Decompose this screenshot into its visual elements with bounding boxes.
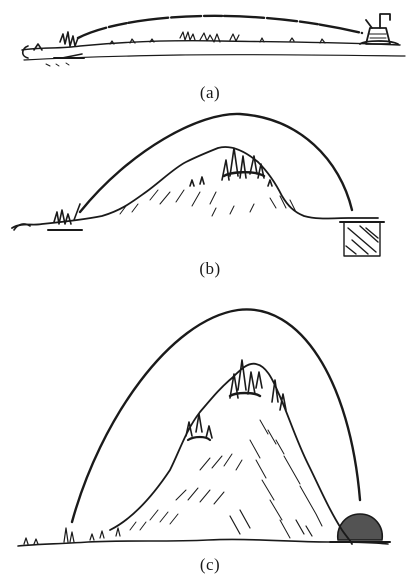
panel-c-trees [185,359,287,442]
panel-c-grass [23,527,121,545]
panel-c-right-target [329,513,391,543]
caption-b: (b) [199,259,221,278]
panel-b-left-gun [13,203,83,231]
panel-b-hill [11,146,379,229]
panel-c-hill [109,362,353,545]
panel-a-trajectory [76,14,364,40]
panel-c-hatching [129,419,323,539]
caption-c: (c) [199,555,221,574]
panel-a-right-target [359,13,399,45]
panel-a-ground [21,40,401,51]
panel-b [11,112,385,257]
panel-b-right-target [339,221,385,257]
panel-b-hatching [119,189,297,217]
caption-a: (a) [199,83,221,102]
panel-a [21,13,406,67]
panel-c [17,308,391,547]
panel-c-trajectory [70,308,362,524]
panel-b-trees [189,147,273,187]
panel-b-trajectory [78,112,354,214]
panel-a-vegetation [109,31,326,45]
panel-a-left-gun [21,31,85,67]
